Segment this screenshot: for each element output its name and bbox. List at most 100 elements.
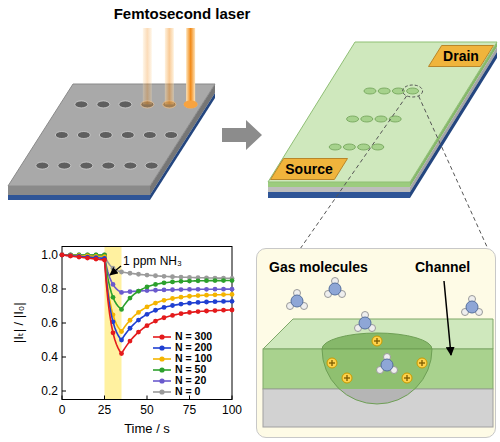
data-marker	[179, 275, 184, 280]
ablated-hole	[77, 132, 90, 139]
data-marker	[111, 330, 116, 335]
data-marker	[128, 318, 133, 323]
legend-marker	[159, 378, 164, 383]
ablated-hole	[58, 162, 71, 169]
legend-sample	[152, 354, 172, 364]
data-marker	[60, 253, 65, 258]
data-marker	[145, 305, 150, 310]
data-marker	[136, 272, 141, 277]
legend-sample	[152, 376, 172, 386]
channel-hole	[358, 144, 370, 150]
electrode-pad	[271, 159, 348, 180]
y-tick-label: 0.8	[41, 282, 58, 296]
data-marker	[230, 308, 235, 313]
data-marker	[170, 303, 175, 308]
data-marker	[153, 288, 158, 293]
legend-marker	[159, 389, 164, 394]
x-tick-label: 100	[222, 403, 242, 417]
y-tick	[62, 289, 66, 290]
ablated-hole	[119, 101, 132, 108]
response-curve	[62, 255, 232, 332]
x-axis-title: Time / s	[124, 421, 170, 437]
data-marker	[136, 330, 141, 335]
data-marker	[111, 266, 116, 271]
data-marker	[68, 253, 73, 258]
data-marker	[170, 280, 175, 285]
data-marker	[145, 323, 150, 328]
data-marker	[128, 339, 133, 344]
x-tick	[232, 396, 233, 400]
data-marker	[60, 253, 65, 258]
nitrogen-atom	[466, 301, 478, 313]
legend-item: N = 200	[152, 342, 212, 353]
ablated-hole	[55, 132, 68, 139]
nitrogen-atom	[329, 283, 341, 295]
legend-sample	[152, 365, 172, 375]
data-marker	[145, 312, 150, 317]
charge-circle	[417, 358, 427, 368]
ammonia-molecule	[287, 290, 308, 310]
data-marker	[230, 278, 235, 283]
channel-hole	[375, 116, 387, 122]
data-marker	[128, 271, 133, 276]
hole-cut	[322, 349, 432, 404]
data-marker	[196, 293, 201, 298]
data-marker	[187, 294, 192, 299]
ablated-hole	[165, 132, 178, 139]
response-curve	[62, 255, 232, 340]
ablated-hole	[124, 162, 137, 169]
data-marker	[136, 318, 141, 323]
y-tick-label: 0.2	[41, 384, 58, 398]
response-curve	[62, 255, 232, 309]
exposure-pointer	[110, 266, 121, 275]
curve-markers	[60, 253, 235, 312]
data-marker	[162, 298, 167, 303]
channel-pointer	[444, 281, 451, 355]
data-marker	[179, 302, 184, 307]
data-marker	[145, 285, 150, 290]
plus-bar	[421, 360, 422, 366]
legend-marker	[159, 356, 164, 361]
ablated-hole	[80, 162, 93, 169]
legend-label: N = 20	[175, 375, 206, 386]
exposure-label: 1 ppm NH₃	[122, 254, 183, 268]
laser-beam	[143, 28, 152, 104]
data-marker	[179, 295, 184, 300]
ablated-hole	[102, 162, 115, 169]
channel-hole	[343, 144, 355, 150]
legend-item: N = 300	[152, 331, 212, 342]
channel-hole	[407, 88, 419, 94]
y-tick-label: 1.0	[41, 248, 58, 262]
substrate-front	[8, 195, 150, 200]
laser-label: Femtosecond laser	[114, 5, 251, 23]
legend-label: N = 200	[175, 342, 212, 353]
data-marker	[179, 311, 184, 316]
data-marker	[119, 329, 124, 334]
data-marker	[196, 309, 201, 314]
channel-hole	[378, 88, 390, 94]
device-front	[268, 187, 410, 192]
ablated-hole	[36, 162, 49, 169]
nitrogen-atom	[381, 359, 393, 371]
channel-hole	[361, 116, 373, 122]
legend-item: N = 20	[152, 375, 212, 386]
laser-beam	[165, 28, 174, 104]
hole-back	[322, 333, 432, 349]
callout-label: Channel	[415, 259, 470, 276]
data-marker	[170, 287, 175, 292]
nitrogen-atom	[359, 317, 371, 329]
ablated-hole	[184, 101, 197, 108]
data-marker	[153, 319, 158, 324]
data-marker	[230, 287, 235, 292]
data-marker	[213, 308, 218, 313]
channel-hole	[347, 116, 359, 122]
data-marker	[94, 257, 99, 262]
source-electrode: Source	[270, 158, 348, 180]
substrate-top	[8, 84, 215, 186]
data-marker	[213, 287, 218, 292]
data-marker	[153, 282, 158, 287]
ablated-hole	[99, 132, 112, 139]
legend-sample	[152, 387, 172, 397]
zoom-leader	[419, 96, 488, 249]
positive-charge	[417, 358, 427, 368]
